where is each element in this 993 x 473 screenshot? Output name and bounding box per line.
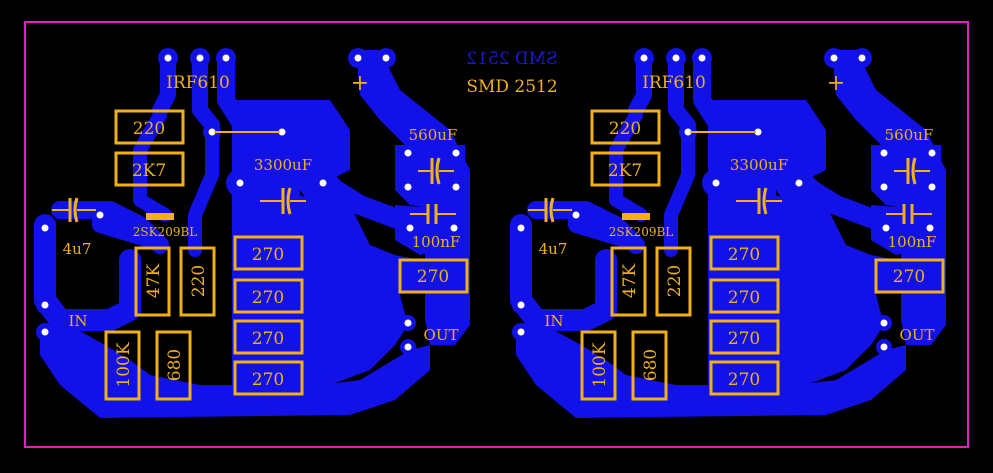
resistor-outline	[610, 246, 647, 317]
jfet-label: 2SK209BL	[609, 225, 674, 239]
r-bias-label: 220	[189, 265, 209, 297]
pad-holes	[35, 48, 464, 355]
jfet-label: 2SK209BL	[133, 225, 198, 239]
r-load-label: 270	[252, 288, 284, 308]
resistor-outline	[155, 330, 192, 401]
silkscreen-labels: SMD 2512 SMD 2512 IRF610 + 3300uF 560uF …	[63, 49, 558, 390]
cap-film-label: 100nF	[888, 233, 937, 251]
amplifier-module-right: IRF610 + 3300uF 560uF 100nF 4u7 2SK209BL…	[510, 48, 946, 418]
silkscreen-labels: IRF610 + 3300uF 560uF 100nF 4u7 2SK209BL…	[539, 71, 937, 390]
plus-label: +	[351, 71, 369, 96]
r-load-label: 270	[728, 288, 760, 308]
r-load-label: 270	[252, 245, 284, 265]
amplifier-module-left: SMD 2512 SMD 2512 IRF610 + 3300uF 560uF …	[34, 48, 558, 418]
mosfet-label: IRF610	[642, 73, 706, 93]
board-outline	[24, 21, 969, 448]
silkscreen	[528, 109, 945, 401]
cap-in-label: 4u7	[63, 240, 92, 258]
silkscreen	[52, 109, 469, 401]
pad-holes	[511, 48, 940, 355]
r-fb-label: 680	[165, 349, 185, 381]
resistor-outline	[233, 319, 304, 355]
resistor-outline	[114, 151, 185, 187]
output-label: OUT	[424, 326, 459, 344]
resistor-outline	[233, 278, 304, 314]
r-drain-label: 2K7	[132, 161, 166, 181]
r-in-label: 100K	[114, 342, 134, 387]
r-drain-label: 2K7	[608, 161, 642, 181]
resistor-outline	[874, 258, 945, 294]
resistor-outline	[709, 235, 780, 271]
resistor-outline	[709, 319, 780, 355]
r-load-label: 270	[728, 370, 760, 390]
resistor-outline	[590, 109, 661, 145]
input-label: IN	[544, 312, 563, 330]
resistor-outline	[114, 109, 185, 145]
resistor-outline	[580, 330, 617, 401]
cap-bulk-label: 3300uF	[254, 156, 312, 174]
r-out-label: 270	[893, 267, 925, 287]
r-gate-label: 220	[133, 119, 165, 139]
r-load-label: 270	[252, 329, 284, 349]
resistor-outline	[179, 246, 216, 317]
resistor-outline	[709, 360, 780, 396]
cap-in-label: 4u7	[539, 240, 568, 258]
resistor-outline	[655, 246, 692, 317]
cap-bulk-label: 3300uF	[730, 156, 788, 174]
r-src-label: 47K	[144, 264, 164, 299]
r-load-label: 270	[252, 370, 284, 390]
r-src-label: 47K	[620, 264, 640, 299]
r-bias-label: 220	[665, 265, 685, 297]
output-label: OUT	[900, 326, 935, 344]
resistor-outline	[631, 330, 668, 401]
resistor-outline	[398, 258, 469, 294]
resistor-outline	[709, 278, 780, 314]
r-out-label: 270	[417, 267, 449, 287]
r-gate-label: 220	[609, 119, 641, 139]
r-in-label: 100K	[590, 342, 610, 387]
r-load-label: 270	[728, 245, 760, 265]
resistor-outline	[233, 360, 304, 396]
plus-label: +	[827, 71, 845, 96]
mosfet-label: IRF610	[166, 73, 230, 93]
r-load-label: 270	[728, 329, 760, 349]
cap-film-label: 100nF	[412, 233, 461, 251]
cap-out-label: 560uF	[409, 126, 458, 144]
board-title: SMD 2512	[466, 77, 557, 97]
cap-out-label: 560uF	[885, 126, 934, 144]
resistor-outline	[134, 246, 171, 317]
mirror-label: SMD 2512	[466, 49, 557, 69]
resistor-outline	[104, 330, 141, 401]
r-fb-label: 680	[641, 349, 661, 381]
copper-layer	[34, 49, 470, 418]
resistor-outline	[233, 235, 304, 271]
resistor-outline	[590, 151, 661, 187]
input-label: IN	[68, 312, 87, 330]
